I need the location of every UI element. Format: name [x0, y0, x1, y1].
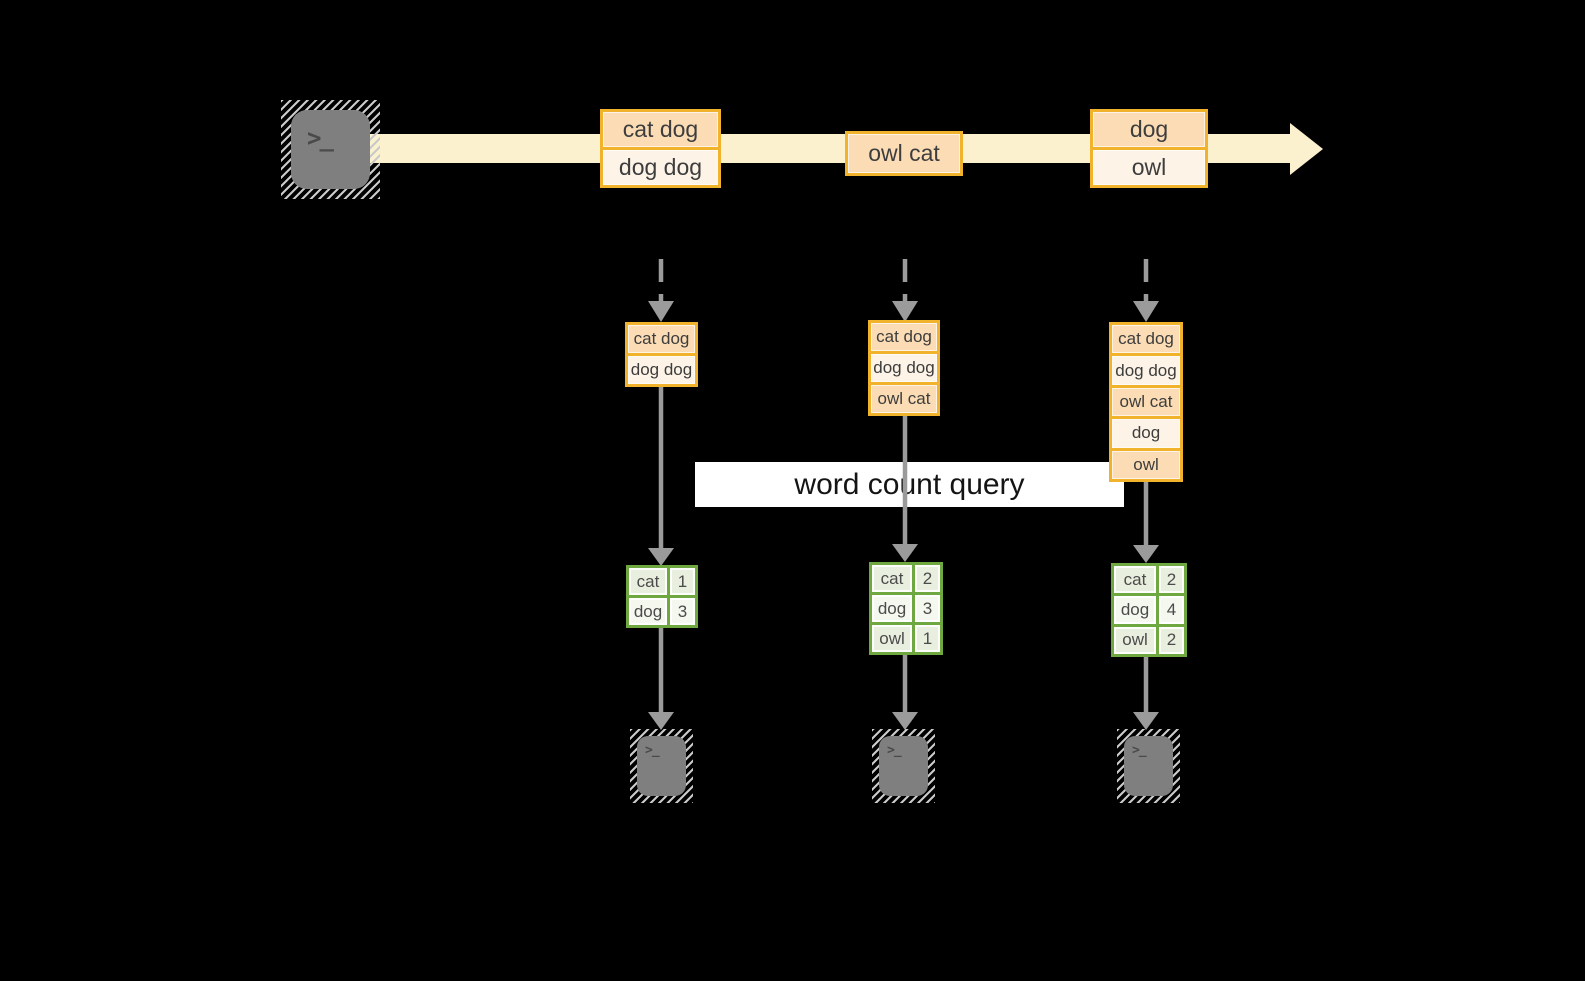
result-word: dog [629, 598, 667, 625]
snapshot-stack-1: cat dog dog dog [625, 322, 698, 387]
snapshot-cell: dog dog [628, 356, 695, 384]
record-cell: owl [1093, 150, 1205, 185]
terminal-screen: >_ [637, 736, 686, 796]
result-word: cat [629, 568, 667, 595]
record-cell: cat dog [603, 112, 718, 147]
result-count: 3 [670, 598, 695, 625]
prompt-glyph: >_ [645, 743, 660, 758]
sink-terminal-icon-2: >_ [872, 729, 935, 803]
sink-terminal-icon-1: >_ [630, 729, 693, 803]
snapshot-cell: owl cat [1112, 387, 1180, 417]
terminal-screen: >_ [879, 736, 928, 796]
terminal-screen: >_ [291, 110, 370, 189]
snapshot-cell: owl cat [871, 385, 937, 413]
result-word: owl [1114, 626, 1156, 654]
result-count: 2 [1159, 566, 1184, 594]
record-cell: owl cat [848, 134, 960, 173]
terminal-screen: >_ [1124, 736, 1173, 796]
stream-record-2: owl cat [845, 131, 963, 176]
record-cell: dog dog [603, 150, 718, 185]
snapshot-cell: cat dog [871, 323, 937, 351]
result-count: 2 [1159, 626, 1184, 654]
snapshot-stack-3: cat dog dog dog owl cat dog owl [1109, 322, 1183, 482]
result-count: 4 [1159, 596, 1184, 624]
result-word: owl [872, 625, 912, 652]
snapshot-cell: dog [1112, 419, 1180, 448]
snapshot-cell: cat dog [1112, 325, 1180, 354]
result-table-1: cat 1 dog 3 [626, 565, 698, 628]
stream-record-1: cat dog dog dog [600, 109, 721, 188]
snapshot-cell: owl [1112, 450, 1180, 479]
source-terminal-icon: >_ [281, 100, 380, 199]
sink-terminal-icon-3: >_ [1117, 729, 1180, 803]
result-word: cat [872, 565, 912, 592]
query-label: word count query [695, 462, 1124, 507]
record-cell: dog [1093, 112, 1205, 147]
result-table-3: cat 2 dog 4 owl 2 [1111, 563, 1187, 657]
stream-record-3: dog owl [1090, 109, 1208, 188]
result-count: 2 [915, 565, 940, 592]
prompt-glyph: >_ [887, 743, 902, 758]
stream-arrowhead-icon [1290, 123, 1323, 175]
result-word: cat [1114, 566, 1156, 594]
prompt-glyph: >_ [1132, 743, 1147, 758]
snapshot-cell: dog dog [871, 354, 937, 382]
result-table-2: cat 2 dog 3 owl 1 [869, 562, 943, 655]
prompt-glyph: >_ [307, 124, 334, 152]
result-count: 3 [915, 595, 940, 622]
snapshot-cell: dog dog [1112, 356, 1180, 385]
snapshot-stack-2: cat dog dog dog owl cat [868, 320, 940, 416]
result-word: dog [1114, 596, 1156, 624]
result-count: 1 [915, 625, 940, 652]
result-word: dog [872, 595, 912, 622]
result-count: 1 [670, 568, 695, 595]
snapshot-cell: cat dog [628, 325, 695, 353]
